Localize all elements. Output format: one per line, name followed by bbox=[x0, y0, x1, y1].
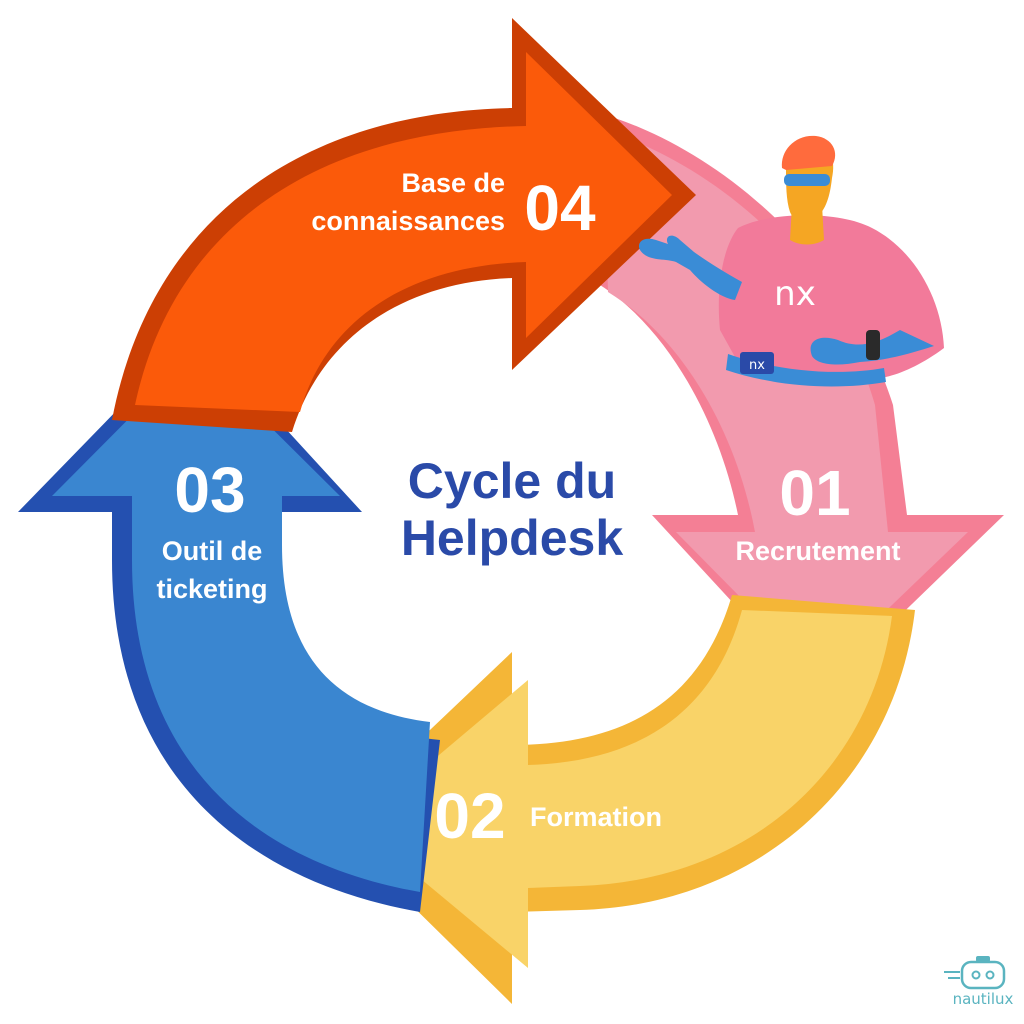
step-04-label-line-1: Base de bbox=[401, 168, 505, 198]
step-02-arrow-body bbox=[356, 610, 892, 968]
step-03-label-group: 03 Outil de ticketing bbox=[156, 454, 267, 604]
step-04-number: 04 bbox=[524, 172, 596, 244]
step-03-label-line-2: ticketing bbox=[156, 574, 267, 604]
step-02-arrow bbox=[330, 595, 915, 1004]
step-03-label-line-1: Outil de bbox=[162, 536, 263, 566]
step-02-label: Formation bbox=[530, 802, 662, 832]
step-04-label-group: Base de connaissances 04 bbox=[311, 168, 596, 244]
step-01-number: 01 bbox=[779, 457, 850, 529]
step-01-label-group: 01 Recrutement bbox=[735, 457, 900, 566]
character-belt bbox=[726, 354, 886, 387]
watch-icon bbox=[866, 330, 880, 360]
step-03-number: 03 bbox=[174, 454, 245, 526]
brand-name: nautilux bbox=[953, 990, 1014, 1008]
character-badge-logo: nx bbox=[749, 358, 765, 373]
step-01-label: Recrutement bbox=[735, 536, 900, 566]
brand-logo: nautilux bbox=[944, 956, 1014, 1008]
character-hair bbox=[781, 135, 836, 170]
step-04-arrow-body bbox=[135, 52, 672, 412]
step-02-number: 02 bbox=[434, 780, 505, 852]
character-illustration: nx nx bbox=[638, 135, 944, 387]
character-badge bbox=[740, 352, 774, 374]
step-04-arrow bbox=[112, 18, 696, 432]
title-line-2: Helpdesk bbox=[401, 510, 624, 566]
step-02-label-group: 02 Formation bbox=[434, 780, 662, 852]
glasses-icon bbox=[784, 174, 830, 186]
diagram-title: Cycle du Helpdesk bbox=[401, 453, 624, 566]
step-03-arrow-body bbox=[52, 352, 430, 892]
character-left-arm bbox=[638, 235, 742, 300]
title-line-1: Cycle du bbox=[408, 453, 616, 509]
character-shirt-logo: nx bbox=[774, 274, 816, 314]
step-03-arrow bbox=[18, 330, 440, 912]
step-04-label-line-2: connaissances bbox=[311, 206, 505, 236]
robot-head-icon bbox=[944, 956, 1006, 990]
